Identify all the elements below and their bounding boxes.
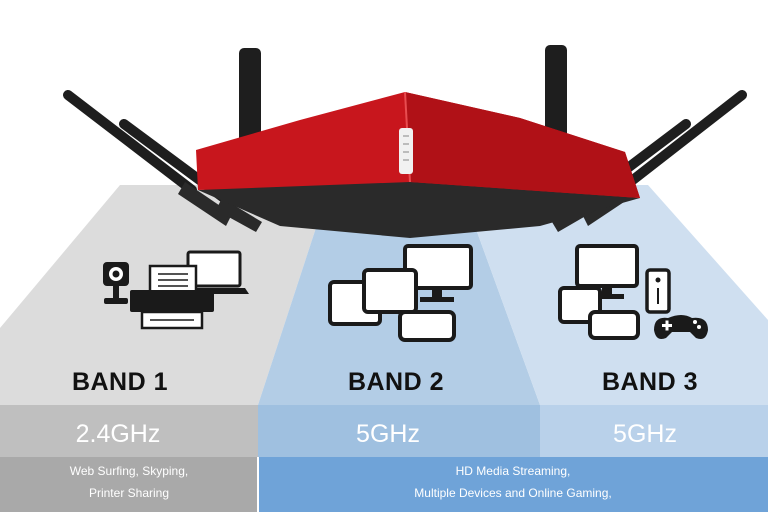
band1-use-line: Printer Sharing	[88, 486, 170, 500]
band3-frequency-bar	[540, 405, 768, 457]
band1-frequency: 2.4GHz	[75, 420, 161, 448]
band3-title: BAND 3	[601, 368, 699, 396]
band2-title: BAND 2	[347, 368, 445, 396]
printer-icon	[130, 264, 214, 330]
monitor-icon	[575, 244, 639, 299]
router-icon	[63, 45, 747, 238]
gamepad-icon	[654, 315, 708, 339]
shared-use-text: HD Media Streaming, Multiple Devices and…	[258, 460, 768, 504]
band2-frequency-bar	[258, 405, 540, 457]
webcam-icon	[103, 262, 129, 304]
band1-frequency-bar	[0, 405, 258, 457]
smartphone-icon	[398, 310, 456, 342]
band1-title: BAND 1	[71, 368, 169, 396]
monitor-icon	[403, 244, 473, 302]
shared-use-line: HD Media Streaming,	[455, 464, 571, 478]
tablet-icon	[362, 268, 418, 314]
shared-use-bar	[258, 457, 768, 512]
band1-use-line: Web Surfing, Skyping,	[69, 464, 189, 478]
band1-use-text: Web Surfing, Skyping, Printer Sharing	[0, 460, 258, 504]
band1-use-bar	[0, 457, 258, 512]
band3-frequency: 5GHz	[613, 420, 677, 448]
shared-use-line: Multiple Devices and Online Gaming,	[414, 486, 612, 500]
smartphone-icon	[588, 310, 640, 340]
console-icon	[645, 268, 671, 314]
band2-frequency: 5GHz	[356, 420, 420, 448]
